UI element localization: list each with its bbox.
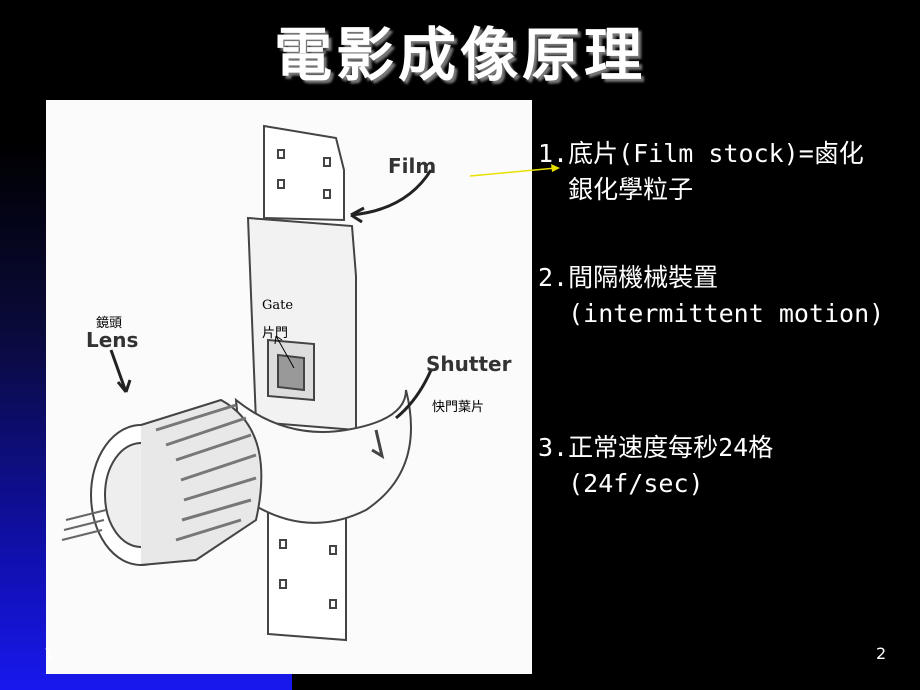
sprocket-hole [279, 579, 287, 589]
figure-label-film: Film [388, 154, 437, 178]
point-2-line-2: (intermittent motion) [538, 299, 885, 328]
sprocket-hole [277, 179, 285, 189]
camera-mechanism-drawing [61, 124, 433, 642]
sprocket-hole [279, 539, 287, 549]
slide-page-number: 2 [876, 644, 887, 663]
footer-date-fragment: 1 [44, 644, 55, 663]
point-1-line-2: 銀化學粒子 [538, 175, 694, 204]
annotation-gate-cn: 片門 [262, 326, 289, 341]
point-3-line-2: (24f/sec) [538, 469, 704, 498]
camera-mechanism-illustration: Film Lens Shutter 鏡頭 Gate 片門 快門葉片 [46, 100, 532, 674]
figure-label-shutter: Shutter [426, 352, 512, 376]
point-3-line-1: 3.正常速度每秒24格 [538, 433, 774, 462]
annotation-shutter-cn: 快門葉片 [432, 400, 485, 415]
sprocket-hole [323, 157, 331, 167]
point-1-line-1: 1.底片(Film stock)=鹵化 [538, 139, 864, 168]
slide-title: 電影成像原理 [273, 21, 646, 89]
sprocket-hole [277, 149, 285, 159]
annotation-lens-cn: 鏡頭 [96, 316, 123, 331]
sprocket-hole [329, 545, 337, 555]
sprocket-hole [323, 189, 331, 199]
figure-label-lens: Lens [86, 328, 139, 352]
sprocket-hole [329, 599, 337, 609]
point-2-line-1: 2.間隔機械裝置 [538, 263, 719, 292]
annotation-gate-en: Gate [262, 298, 294, 313]
